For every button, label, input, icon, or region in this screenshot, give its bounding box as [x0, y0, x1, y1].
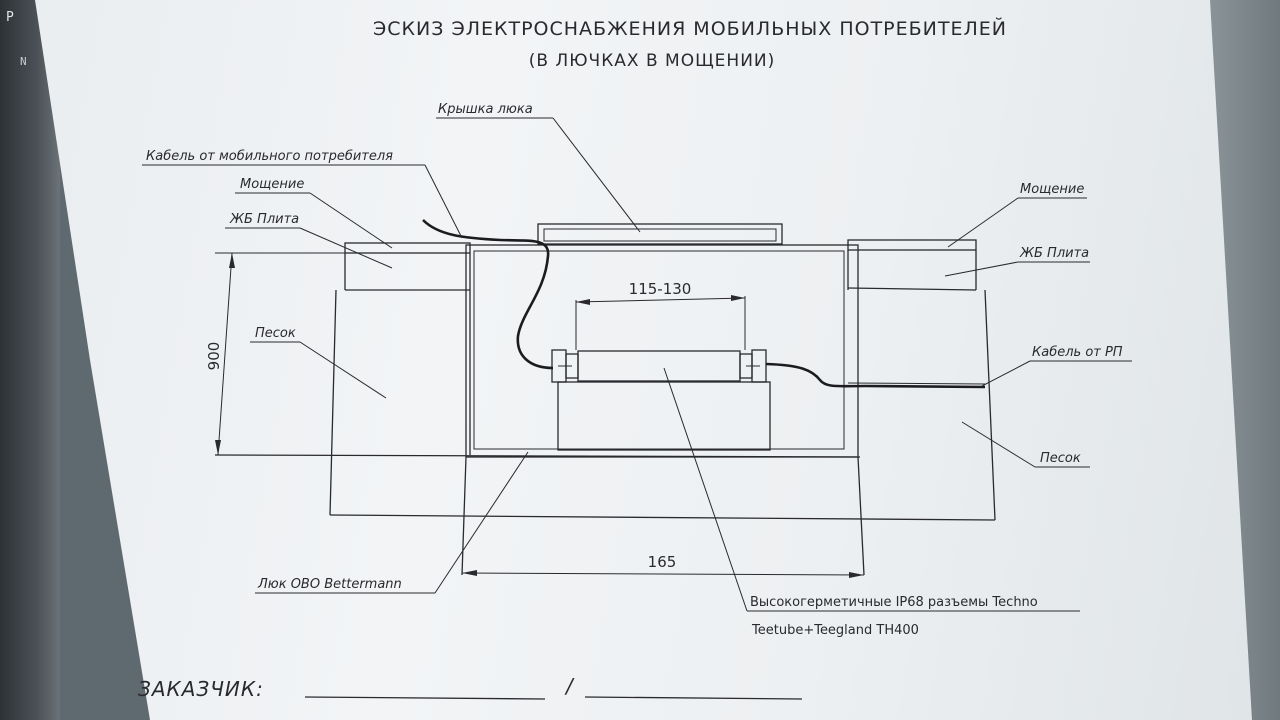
svg-text:ЖБ Плита: ЖБ Плита	[229, 212, 299, 227]
label-sand-left: Песок	[250, 326, 387, 399]
keyboard-key-label: P	[6, 10, 14, 25]
depth-dimension-value: 900	[205, 342, 223, 371]
label-slab-right: ЖБ Плита	[944, 246, 1090, 277]
svg-text:Крышка люка: Крышка люка	[438, 102, 533, 117]
svg-text:Мощение: Мощение	[240, 177, 304, 192]
svg-text:Песок: Песок	[1040, 451, 1081, 466]
label-paving-right: Мощение	[947, 182, 1087, 248]
right-ground-structure	[847, 239, 977, 291]
hatch-width-value: 165	[648, 553, 677, 571]
sketch-subtitle: (В ЛЮЧКАХ В МОЩЕНИИ)	[529, 51, 776, 71]
svg-text:Кабель от мобильного потребите: Кабель от мобильного потребителя	[146, 149, 393, 164]
label-slab-left: ЖБ Плита	[225, 212, 393, 269]
hatch-width-dimension: 165	[461, 553, 865, 578]
hatch-body	[461, 244, 865, 576]
hatch-cover	[537, 223, 783, 245]
svg-text:Кабель от РП: Кабель от РП	[1032, 345, 1123, 360]
customer-signature-block: ЗАКАЗЧИК: /	[138, 674, 803, 701]
svg-text:Teetube+Teegland TH400: Teetube+Teegland TH400	[751, 623, 919, 638]
svg-text:Мощение: Мощение	[1020, 182, 1084, 197]
label-paving-left: Мощение	[235, 177, 393, 249]
svg-text:Высокогерметичные IP68 разъемы: Высокогерметичные IP68 разъемы Techno	[750, 595, 1038, 610]
label-connectors: Высокогерметичные IP68 разъемы Techno Te…	[663, 367, 1080, 638]
label-sand-right: Песок	[961, 421, 1090, 468]
svg-text:Люк OBO Bettermann: Люк OBO Bettermann	[257, 577, 402, 592]
svg-text:Песок: Песок	[255, 326, 296, 341]
left-ground-structure	[344, 242, 471, 455]
svg-text:ЖБ Плита: ЖБ Плита	[1019, 246, 1089, 261]
customer-label: ЗАКАЗЧИК:	[138, 677, 264, 701]
cable-from-mobile-consumer	[422, 219, 554, 370]
connector-span-dimension: 115-130	[575, 280, 746, 350]
background-keyboard: P N	[0, 0, 60, 720]
label-hatch: Люк OBO Bettermann	[255, 451, 529, 594]
depth-dimension: 900	[205, 252, 345, 456]
signature-separator: /	[564, 674, 575, 698]
cable-from-distribution-board	[765, 362, 986, 389]
label-hatch-cover: Крышка люка	[436, 102, 641, 233]
label-cable-rp: Кабель от РП	[981, 345, 1132, 387]
connector-assembly	[551, 349, 771, 451]
label-cable-mobile: Кабель от мобильного потребителя	[142, 149, 463, 239]
keyboard-key-label: N	[20, 55, 27, 68]
sketch-title: ЭСКИЗ ЭЛЕКТРОСНАБЖЕНИЯ МОБИЛЬНЫХ ПОТРЕБИ…	[373, 17, 1007, 40]
connector-span-value: 115-130	[629, 280, 692, 298]
sand-bed	[214, 289, 996, 521]
